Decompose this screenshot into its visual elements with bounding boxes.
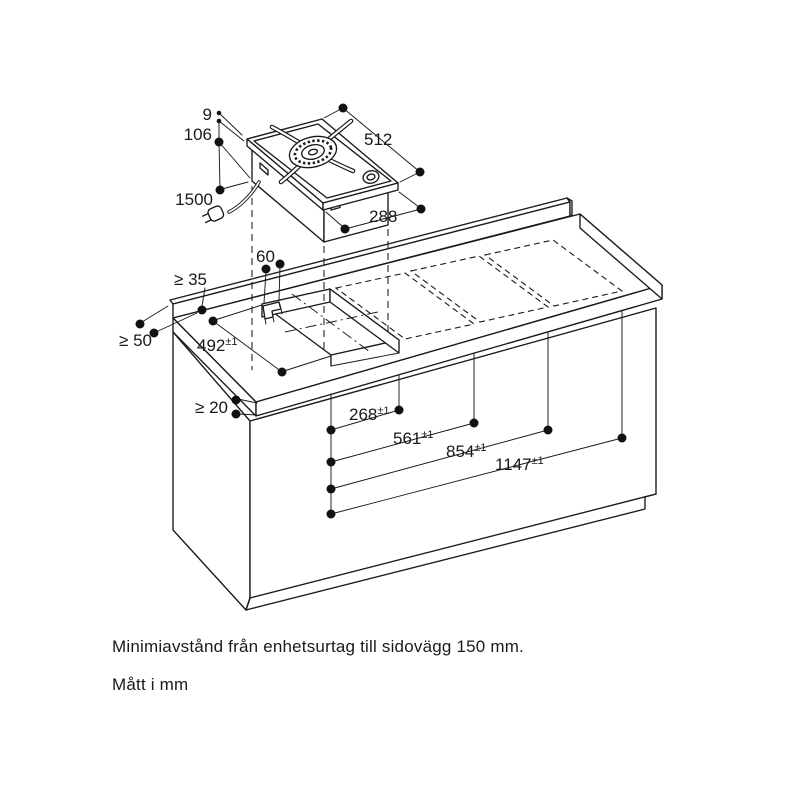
countertop xyxy=(169,197,663,417)
planned-cutout-1 xyxy=(334,272,476,340)
top-recess xyxy=(253,123,392,199)
clearance-dimensions: ≥ 35 492±1 ≥ 50 ≥ 20 60 xyxy=(119,247,332,419)
planned-cutout-2 xyxy=(409,255,550,323)
cutout xyxy=(261,288,400,367)
worktop-right-face xyxy=(579,213,663,300)
dim-unit-width: 288 xyxy=(325,191,426,234)
dim-268-label: 268±1 xyxy=(349,405,390,424)
dim-worktop-thickness: ≥ 20 xyxy=(195,395,258,419)
power-plug-icon xyxy=(202,205,225,224)
centerline-长 xyxy=(284,311,379,333)
dim-connection-offset: 60 xyxy=(256,247,285,304)
planned-cutout-3 xyxy=(483,239,624,307)
dim-cutout-depth: 492±1 xyxy=(197,304,332,377)
dim-106-label: 106 xyxy=(184,125,212,144)
dim-1147-label: 1147±1 xyxy=(495,455,544,474)
dim-9-label: 9 xyxy=(203,105,212,124)
dim-1500-label: 1500 xyxy=(175,190,213,209)
connection-notch xyxy=(262,301,283,325)
caption-minimum-distance: Minimiavstånd från enhetsurtag till sido… xyxy=(112,637,524,656)
centerline-depth xyxy=(291,293,371,353)
dim-unit-depth: 512 xyxy=(323,103,425,183)
cabinet xyxy=(172,307,657,611)
dim-cable-length: 1500 xyxy=(175,181,249,209)
control-knob xyxy=(362,170,380,184)
dim-854-label: 854±1 xyxy=(446,442,487,461)
dim-50-label: ≥ 50 xyxy=(119,331,152,350)
unit-dimensions: 9 106 1500 512 xyxy=(175,103,426,234)
power-cord xyxy=(227,180,261,214)
planned-cutouts xyxy=(334,239,624,340)
chassis-clip-left xyxy=(259,162,269,176)
cooktop-unit xyxy=(202,118,399,243)
dim-build-in-depth: 106 xyxy=(184,120,251,190)
dim-492-label: 492±1 xyxy=(197,336,238,355)
gas-burner xyxy=(288,135,338,169)
dim-35-label: ≥ 35 xyxy=(174,270,207,289)
spacing-dimensions: 268±1 561±1 854±1 1147±1 xyxy=(326,310,627,519)
dim-20-label: ≥ 20 xyxy=(195,398,228,417)
frame-front-face xyxy=(322,182,399,211)
backsplash-end-cap xyxy=(566,197,573,217)
cutout-bottom-edge xyxy=(330,352,400,367)
dim-561-label: 561±1 xyxy=(393,429,434,448)
caption-units: Mått i mm xyxy=(112,675,189,694)
projection-lines xyxy=(251,186,389,370)
cabinet-plinth xyxy=(245,493,657,611)
dim-side-clearance: ≥ 50 xyxy=(119,305,198,350)
dim-60-label: 60 xyxy=(256,247,275,266)
dim-288-label: 288 xyxy=(369,207,397,226)
dim-512-label: 512 xyxy=(364,130,392,149)
